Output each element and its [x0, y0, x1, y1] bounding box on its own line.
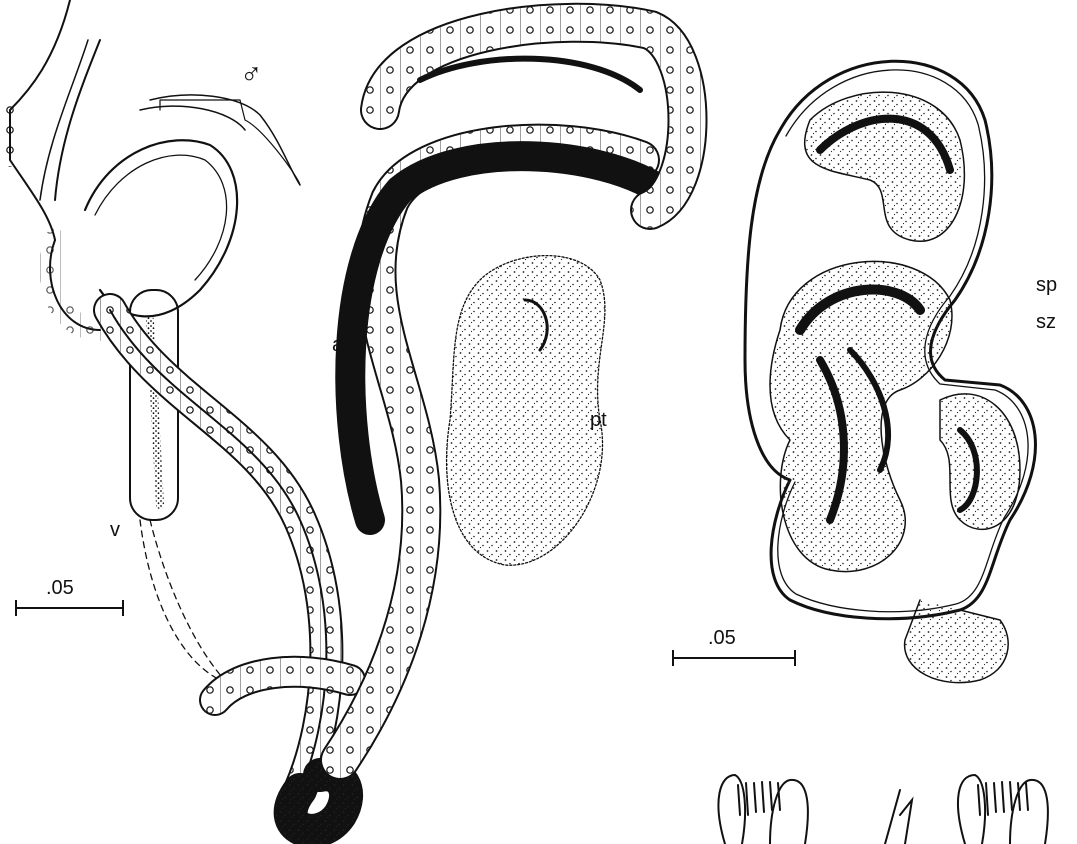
label-sz: sz — [1036, 312, 1056, 332]
male-symbol-label: ♂ — [240, 60, 263, 90]
male-tract-drawing — [10, 0, 688, 831]
label-a: a — [332, 335, 343, 355]
label-pt: pt — [590, 410, 607, 430]
receptacle-drawing — [745, 61, 1035, 682]
scale-bar-right-label: .05 — [708, 628, 736, 648]
label-sp: sp — [1036, 275, 1057, 295]
stylet-drawings — [718, 775, 1047, 844]
scale-bar-left-label: .05 — [46, 578, 74, 598]
label-v: v — [110, 520, 120, 540]
